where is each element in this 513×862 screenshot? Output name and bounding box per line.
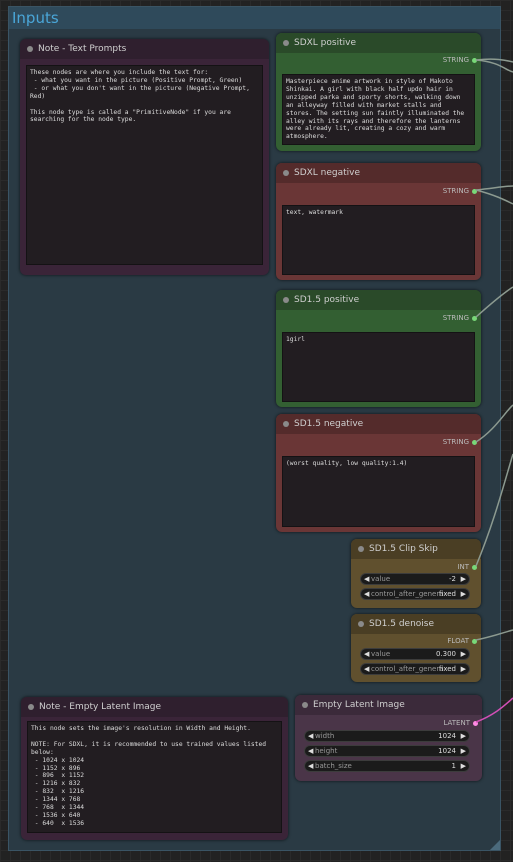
widget-value: fixed xyxy=(438,590,456,598)
node-title-bar[interactable]: SDXL negative xyxy=(276,163,481,183)
node-title-bar[interactable]: Empty Latent Image xyxy=(295,695,482,715)
group-resize-handle[interactable] xyxy=(490,840,500,850)
increment-arrow-icon[interactable]: ▶ xyxy=(460,762,466,770)
batch-size-widget[interactable]: ◀ batch_size 1 ▶ xyxy=(304,760,470,772)
widget-label: control_after_generate xyxy=(371,590,443,598)
sd15-positive-node[interactable]: SD1.5 positive STRING 1girl xyxy=(276,290,481,407)
decrement-arrow-icon[interactable]: ◀ xyxy=(364,665,370,673)
sdxl-positive-node[interactable]: SDXL positive STRING Masterpiece anime a… xyxy=(276,33,481,151)
output-socket[interactable] xyxy=(472,639,477,644)
node-title-bar[interactable]: SDXL positive xyxy=(276,33,481,53)
decrement-arrow-icon[interactable]: ◀ xyxy=(364,575,370,583)
collapse-dot-icon[interactable] xyxy=(283,421,289,427)
widget-value: 1 xyxy=(451,762,456,770)
prompt-textarea[interactable]: (worst quality, low quality:1.4) xyxy=(282,456,475,527)
output-label: FLOAT xyxy=(447,637,469,645)
note-text-prompts-node[interactable]: Note - Text Prompts These nodes are wher… xyxy=(20,39,269,275)
output-label: LATENT xyxy=(443,719,470,727)
output-socket[interactable] xyxy=(472,440,477,445)
node-title: SDXL negative xyxy=(294,168,361,178)
decrement-arrow-icon[interactable]: ◀ xyxy=(364,650,370,658)
output-label: STRING xyxy=(442,56,469,64)
collapse-dot-icon[interactable] xyxy=(283,40,289,46)
node-title: SDXL positive xyxy=(294,38,356,48)
node-title: SD1.5 denoise xyxy=(369,619,435,629)
widget-label: batch_size xyxy=(315,762,352,770)
collapse-dot-icon[interactable] xyxy=(28,704,34,710)
note-textarea[interactable]: These nodes are where you include the te… xyxy=(26,65,263,265)
node-title-bar[interactable]: SD1.5 Clip Skip xyxy=(351,539,481,559)
widget-label: value xyxy=(371,575,391,583)
output-label: STRING xyxy=(442,314,469,322)
group-title[interactable]: Inputs xyxy=(9,7,500,29)
widget-label: control_after_generate xyxy=(371,665,443,673)
collapse-dot-icon[interactable] xyxy=(283,297,289,303)
increment-arrow-icon[interactable]: ▶ xyxy=(460,665,466,673)
node-title-bar[interactable]: Note - Text Prompts xyxy=(20,39,269,59)
empty-latent-image-node[interactable]: Empty Latent Image LATENT ◀ width 1024 ▶… xyxy=(295,695,482,781)
decrement-arrow-icon[interactable]: ◀ xyxy=(308,732,314,740)
output-socket[interactable] xyxy=(472,565,477,570)
note-empty-latent-node[interactable]: Note - Empty Latent Image This node sets… xyxy=(21,697,288,840)
control-after-generate-widget[interactable]: ◀ control_after_generate fixed ▶ xyxy=(360,663,470,675)
increment-arrow-icon[interactable]: ▶ xyxy=(460,590,466,598)
widget-value: -2 xyxy=(449,575,456,583)
control-after-generate-widget[interactable]: ◀ control_after_generate fixed ▶ xyxy=(360,588,470,600)
node-title: SD1.5 positive xyxy=(294,295,360,305)
node-title: Note - Empty Latent Image xyxy=(39,702,162,712)
node-title: Empty Latent Image xyxy=(313,700,405,710)
widget-label: width xyxy=(315,732,335,740)
output-socket[interactable] xyxy=(472,58,477,63)
decrement-arrow-icon[interactable]: ◀ xyxy=(308,747,314,755)
node-title: SD1.5 negative xyxy=(294,419,364,429)
output-socket[interactable] xyxy=(473,721,478,726)
widget-value: 1024 xyxy=(438,732,456,740)
clip-skip-node[interactable]: SD1.5 Clip Skip INT ◀ value -2 ▶ ◀ contr… xyxy=(351,539,481,608)
prompt-textarea[interactable]: Masterpiece anime artwork in style of Ma… xyxy=(282,74,475,145)
widget-value: 1024 xyxy=(438,747,456,755)
output-label: INT xyxy=(457,563,469,571)
sd15-negative-node[interactable]: SD1.5 negative STRING (worst quality, lo… xyxy=(276,414,481,532)
collapse-dot-icon[interactable] xyxy=(27,46,33,52)
output-socket[interactable] xyxy=(472,316,477,321)
node-title: Note - Text Prompts xyxy=(38,44,127,54)
collapse-dot-icon[interactable] xyxy=(358,621,364,627)
value-widget[interactable]: ◀ value -2 ▶ xyxy=(360,573,470,585)
node-title-bar[interactable]: SD1.5 positive xyxy=(276,290,481,310)
collapse-dot-icon[interactable] xyxy=(358,546,364,552)
prompt-textarea[interactable]: text, watermark xyxy=(282,205,475,275)
widget-label: value xyxy=(371,650,391,658)
node-title-bar[interactable]: SD1.5 negative xyxy=(276,414,481,434)
widget-label: height xyxy=(315,747,338,755)
note-textarea[interactable]: This node sets the image's resolution in… xyxy=(27,721,282,833)
height-widget[interactable]: ◀ height 1024 ▶ xyxy=(304,745,470,757)
decrement-arrow-icon[interactable]: ◀ xyxy=(308,762,314,770)
widget-value: fixed xyxy=(438,665,456,673)
increment-arrow-icon[interactable]: ▶ xyxy=(460,747,466,755)
node-title: SD1.5 Clip Skip xyxy=(369,544,438,554)
collapse-dot-icon[interactable] xyxy=(302,702,308,708)
value-widget[interactable]: ◀ value 0.300 ▶ xyxy=(360,648,470,660)
denoise-node[interactable]: SD1.5 denoise FLOAT ◀ value 0.300 ▶ ◀ co… xyxy=(351,614,481,682)
decrement-arrow-icon[interactable]: ◀ xyxy=(364,590,370,598)
node-title-bar[interactable]: Note - Empty Latent Image xyxy=(21,697,288,717)
prompt-textarea[interactable]: 1girl xyxy=(282,332,475,402)
node-title-bar[interactable]: SD1.5 denoise xyxy=(351,614,481,634)
output-label: STRING xyxy=(442,438,469,446)
width-widget[interactable]: ◀ width 1024 ▶ xyxy=(304,730,470,742)
widget-value: 0.300 xyxy=(435,650,456,658)
output-label: STRING xyxy=(442,187,469,195)
output-socket[interactable] xyxy=(472,189,477,194)
collapse-dot-icon[interactable] xyxy=(283,170,289,176)
increment-arrow-icon[interactable]: ▶ xyxy=(460,650,466,658)
increment-arrow-icon[interactable]: ▶ xyxy=(460,732,466,740)
sdxl-negative-node[interactable]: SDXL negative STRING text, watermark xyxy=(276,163,481,280)
increment-arrow-icon[interactable]: ▶ xyxy=(460,575,466,583)
